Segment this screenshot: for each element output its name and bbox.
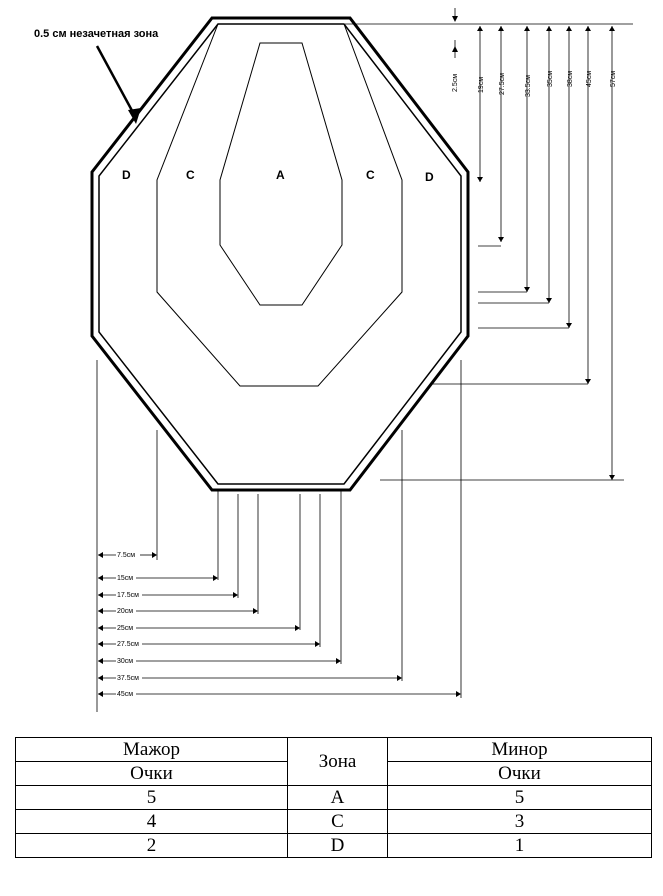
horizontal-arrowheads — [98, 552, 461, 697]
zone-a-outline — [219, 42, 343, 306]
horizontal-extension-lines — [96, 360, 462, 712]
zone-header: Зона — [287, 737, 388, 786]
minor-points: 3 — [387, 809, 652, 834]
svg-text:45см: 45см — [117, 691, 133, 698]
svg-text:2.5см: 2.5см — [452, 74, 459, 92]
major-points-label: Очки — [15, 761, 288, 786]
vertical-dimensions — [345, 8, 633, 481]
minor-points: 5 — [387, 785, 652, 810]
svg-text:45см: 45см — [586, 71, 593, 87]
zone-cell: A — [287, 785, 388, 810]
svg-text:25см: 25см — [117, 625, 133, 632]
vertical-arrowheads — [452, 16, 615, 480]
svg-text:37.5см: 37.5см — [117, 675, 139, 682]
svg-text:27.5см: 27.5см — [499, 73, 506, 95]
target-diagram: D C A C D 0.5 см незачетная зона — [34, 8, 633, 712]
scoring-table: Мажор Зона Минор Очки Очки 5 A 5 4 C 3 2… — [15, 737, 652, 858]
svg-text:33.5см: 33.5см — [525, 75, 532, 97]
svg-text:38см: 38см — [567, 71, 574, 87]
minor-points-label: Очки — [387, 761, 652, 786]
zone-label-c-left: C — [186, 168, 195, 182]
no-score-note: 0.5 см незачетная зона — [34, 28, 159, 40]
inner-octagon — [98, 23, 462, 485]
major-header: Мажор — [15, 737, 288, 762]
horizontal-dimension-lines — [98, 554, 460, 695]
vertical-dimension-labels: 2.5см 19см 27.5см 33.5см 35см 38см 45см … — [452, 71, 617, 97]
svg-text:20см: 20см — [117, 608, 133, 615]
svg-text:35см: 35см — [547, 71, 554, 87]
table-header-row: Мажор Зона Минор — [15, 737, 652, 786]
table-row: 2 D 1 — [15, 833, 652, 858]
zone-label-c-right: C — [366, 168, 375, 182]
zone-cell: C — [287, 809, 388, 834]
table-row: 5 A 5 — [15, 785, 652, 810]
outer-octagon — [90, 16, 470, 492]
svg-text:7.5см: 7.5см — [117, 552, 135, 559]
table-subheader-row: Очки Очки — [15, 761, 652, 786]
major-points: 4 — [15, 809, 288, 834]
note-arrow-head — [128, 108, 141, 124]
note-arrow-line — [95, 45, 138, 119]
minor-points: 1 — [387, 833, 652, 858]
zone-label-a: A — [276, 168, 285, 182]
zone-label-d-right: D — [425, 170, 434, 184]
horizontal-dimension-labels: 7.5см 15см 17.5см 20см 25см 27.5см 30см … — [117, 552, 139, 698]
major-points: 2 — [15, 833, 288, 858]
svg-text:19см: 19см — [478, 77, 485, 93]
svg-text:15см: 15см — [117, 575, 133, 582]
zone-c-outline — [156, 23, 403, 387]
zone-cell: D — [287, 833, 388, 858]
minor-header: Минор — [387, 737, 652, 762]
zone-label-d-left: D — [122, 168, 131, 182]
svg-text:30см: 30см — [117, 658, 133, 665]
svg-text:57см: 57см — [610, 71, 617, 87]
table-row: 4 C 3 — [15, 809, 652, 834]
major-points: 5 — [15, 785, 288, 810]
svg-text:17.5см: 17.5см — [117, 592, 139, 599]
svg-text:27.5см: 27.5см — [117, 641, 139, 648]
